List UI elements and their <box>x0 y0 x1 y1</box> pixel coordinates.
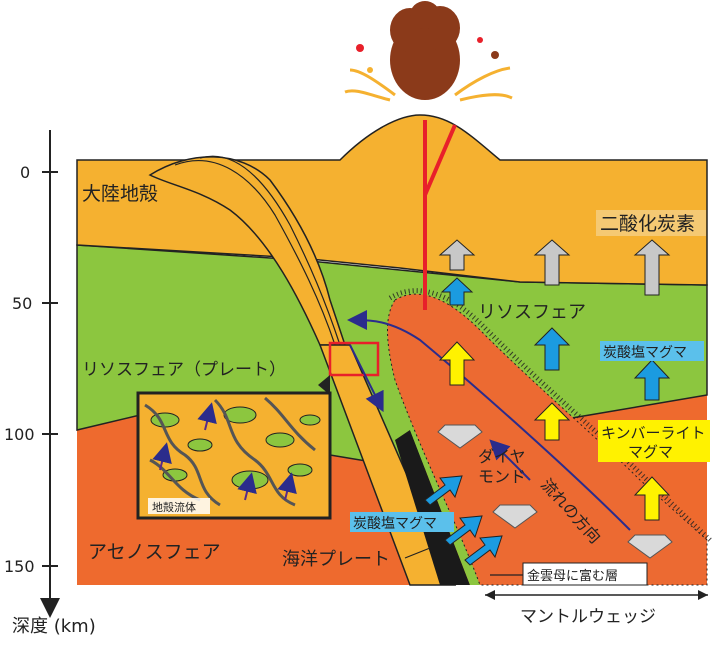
kimberlite-label-line2: マグマ <box>628 443 673 461</box>
tick-label-0: 0 <box>20 163 30 182</box>
subducting-crust-folds <box>148 156 347 346</box>
detail-highlight-box <box>328 341 380 377</box>
inset-pointer <box>318 375 330 395</box>
lithosphere-label: リソスフェア <box>478 302 586 323</box>
tick-label-50: 50 <box>12 294 32 313</box>
diamond-icons <box>437 424 673 559</box>
mica-layer-label: 金雲母に富む層 <box>527 568 618 584</box>
carbonate-magma-right-label: 炭酸塩マグマ <box>603 345 687 361</box>
co2-arrows <box>438 239 671 296</box>
tick-label-150: 150 <box>4 557 35 576</box>
co2-label-bg <box>596 210 706 236</box>
bracket-right-arrow <box>698 590 708 600</box>
kimberlite-label-line1: キンバーライト <box>601 424 706 442</box>
depth-axis-label: 深度 (km) <box>12 616 96 637</box>
kimberlite-magma-bg <box>598 420 710 462</box>
carbonate-magma-arrows <box>424 277 671 566</box>
eruption-plume <box>344 1 513 102</box>
oceanic-plate-label: 海洋プレート <box>282 549 390 570</box>
slab-black-band <box>395 430 470 585</box>
crustal-fluid-label: 地殻流体 <box>152 500 196 514</box>
carbonate-magma-right-bg <box>600 341 704 361</box>
kimberlite-magma-arrows <box>438 341 671 521</box>
asthenosphere-label: アセノスフェア <box>88 541 221 563</box>
tick-label-100: 100 <box>4 425 35 444</box>
wedge-flow-arrow <box>489 439 531 481</box>
diamond-label-line2: モンド <box>478 467 526 486</box>
crustal-fluid-inset <box>136 391 332 520</box>
co2-label: 二酸化炭素 <box>600 213 695 235</box>
carbonate-magma-left-label: 炭酸塩マグマ <box>353 516 437 532</box>
mantle-wedge-label: マントルウェッジ <box>520 607 656 627</box>
carbonate-magma-left-bg <box>350 512 454 532</box>
bracket-left-arrow <box>485 590 495 600</box>
fold-line-1 <box>174 160 336 346</box>
lithosphere-plate-label: リソスフェア（プレート） <box>82 360 286 380</box>
continental-crust-label: 大陸地殻 <box>82 183 158 205</box>
mica-layer-label-bg <box>522 562 648 586</box>
fold-line-2 <box>199 155 341 346</box>
diamond-label-line1: ダイヤ <box>478 447 526 466</box>
magma-conduit-branch <box>423 124 457 196</box>
oceanic-plate-leader <box>404 547 431 559</box>
slab-flow-arrow <box>349 344 384 413</box>
